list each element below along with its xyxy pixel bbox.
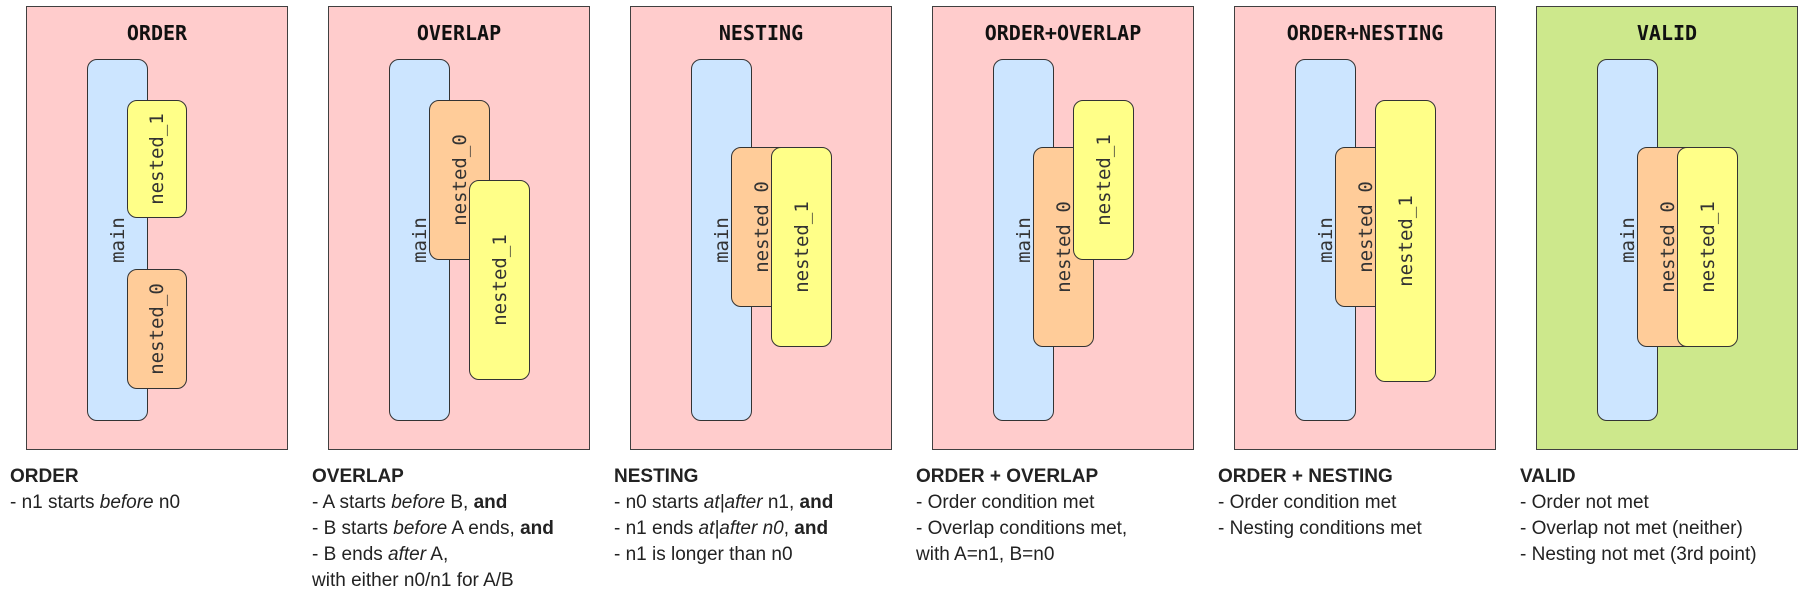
caption-line: - A starts before B, and: [312, 490, 602, 516]
bar-label: main: [1616, 217, 1639, 263]
caption-line: - B starts before A ends, and: [312, 516, 602, 542]
bar-label: nested_0: [1354, 181, 1377, 273]
bar-label: nested_1: [1696, 201, 1719, 293]
caption-line: - Nesting conditions met: [1218, 516, 1508, 542]
caption-text: ,: [783, 518, 795, 539]
caption-line: with A=n1, B=n0: [916, 542, 1206, 568]
bar-label: nested_1: [1394, 195, 1417, 287]
caption-text: and: [799, 492, 834, 513]
caption-line: - Order condition met: [916, 490, 1206, 516]
caption-text: - B ends: [312, 544, 389, 565]
panel-order-nesting: ORDER+NESTING main nested_0 nested_1: [1234, 6, 1496, 450]
caption-order-nesting: ORDER + NESTING - Order condition met - Ne…: [1218, 464, 1508, 542]
bar-label: nested_0: [146, 283, 168, 375]
caption-text: A ends,: [447, 518, 521, 539]
caption-title: ORDER: [10, 466, 79, 487]
caption-text: n0: [153, 492, 181, 513]
caption-text: - Nesting conditions met: [1218, 518, 1422, 539]
caption-text: - n0 starts: [614, 492, 704, 513]
caption-order-overlap: ORDER + OVERLAP - Order condition met - Ov…: [916, 464, 1206, 568]
caption-text: - Nesting not met (3rd point): [1520, 544, 1757, 565]
panel-title: ORDER: [126, 21, 188, 45]
bar-label: main: [408, 217, 431, 263]
caption-line: - Overlap not met (neither): [1520, 516, 1810, 542]
caption-text: at|after: [703, 492, 763, 513]
caption-text: - Overlap not met (neither): [1520, 518, 1743, 539]
caption-text: A,: [426, 544, 449, 565]
caption-text: before: [99, 492, 154, 513]
bar-nested-0: nested_0: [127, 269, 187, 389]
caption-text: with either n0/n1 for A/B: [312, 570, 514, 591]
caption-line: with either n0/n1 for A/B: [312, 568, 602, 594]
panel-title: ORDER+OVERLAP: [984, 21, 1142, 45]
bar-label: nested_1: [1092, 134, 1115, 226]
caption-text: and: [794, 518, 829, 539]
caption-valid: VALID - Order not met - Overlap not met (n…: [1520, 464, 1810, 568]
caption-title: ORDER + NESTING: [1218, 466, 1393, 487]
bar-label: nested_0: [1656, 201, 1679, 293]
caption-text: after: [388, 544, 427, 565]
panel-order: ORDER main nested_1 nested_0: [26, 6, 288, 450]
caption-line: - Overlap conditions met,: [916, 516, 1206, 542]
caption-text: before: [393, 518, 448, 539]
panel-nesting: NESTING main nested_0 nested_1: [630, 6, 892, 450]
caption-text: - n1 starts: [10, 492, 100, 513]
bar-label: nested_0: [750, 181, 773, 273]
caption-line: - Nesting not met (3rd point): [1520, 542, 1810, 568]
bar-nested-1: nested_1: [1677, 147, 1738, 347]
caption-text: - n1 ends: [614, 518, 699, 539]
caption-text: - Order not met: [1520, 492, 1649, 513]
bar-nested-1: nested_1: [127, 100, 187, 218]
bar-label: nested_1: [146, 113, 168, 205]
bar-label: nested_0: [448, 134, 471, 226]
bar-nested-1: nested_1: [771, 147, 832, 347]
bar-nested-1: nested_1: [469, 180, 530, 380]
panel-title: VALID: [1636, 21, 1698, 45]
caption-line: - Order not met: [1520, 490, 1810, 516]
panel-valid: VALID main nested_0 nested_1: [1536, 6, 1798, 450]
caption-line: - n1 ends at|after n0, and: [614, 516, 904, 542]
bar-label: nested_0: [1052, 201, 1075, 293]
caption-text: at|after n0: [698, 518, 784, 539]
caption-text: - A starts: [312, 492, 392, 513]
caption-text: and: [520, 518, 554, 539]
bar-label: main: [106, 217, 129, 263]
caption-title: ORDER + OVERLAP: [916, 466, 1099, 487]
bar-nested-1: nested_1: [1375, 100, 1436, 382]
caption-line: - n1 is longer than n0: [614, 542, 904, 568]
bar-label: main: [1012, 217, 1035, 263]
caption-text: B,: [445, 492, 474, 513]
caption-line: - B ends after A,: [312, 542, 602, 568]
caption-title: VALID: [1520, 466, 1576, 487]
caption-line: - n0 starts at|after n1, and: [614, 490, 904, 516]
caption-overlap: OVERLAP- A starts before B, and- B start…: [312, 464, 602, 594]
caption-nesting: NESTING- n0 starts at|after n1, and- n1 …: [614, 464, 904, 568]
bar-nested-1: nested_1: [1073, 100, 1134, 260]
caption-text: - Overlap conditions met,: [916, 518, 1128, 539]
bar-label: nested_1: [790, 201, 813, 293]
bar-label: nested_1: [488, 234, 511, 326]
bar-label: main: [1314, 217, 1337, 263]
bar-label: main: [710, 217, 733, 263]
caption-line: - Order condition met: [1218, 490, 1508, 516]
caption-title: OVERLAP: [312, 466, 404, 487]
caption-order: ORDER - n1 starts before n0: [10, 464, 300, 516]
caption-text: with A=n1, B=n0: [916, 544, 1055, 565]
caption-text: - n1 is longer than n0: [614, 544, 793, 565]
panel-title: ORDER+NESTING: [1286, 21, 1444, 45]
caption-text: before: [391, 492, 446, 513]
caption-text: and: [473, 492, 508, 513]
panel-overlap: OVERLAP main nested_0 nested_1: [328, 6, 590, 450]
caption-title: NESTING: [614, 466, 699, 487]
caption-text: - Order condition met: [916, 492, 1095, 513]
caption-text: - B starts: [312, 518, 394, 539]
caption-text: - Order condition met: [1218, 492, 1397, 513]
panel-title: OVERLAP: [416, 21, 502, 45]
caption-line: - n1 starts before n0: [10, 490, 300, 516]
panel-title: NESTING: [718, 21, 804, 45]
panel-order-overlap: ORDER+OVERLAP main nested_0 nested_1: [932, 6, 1194, 450]
caption-text: n1,: [762, 492, 800, 513]
